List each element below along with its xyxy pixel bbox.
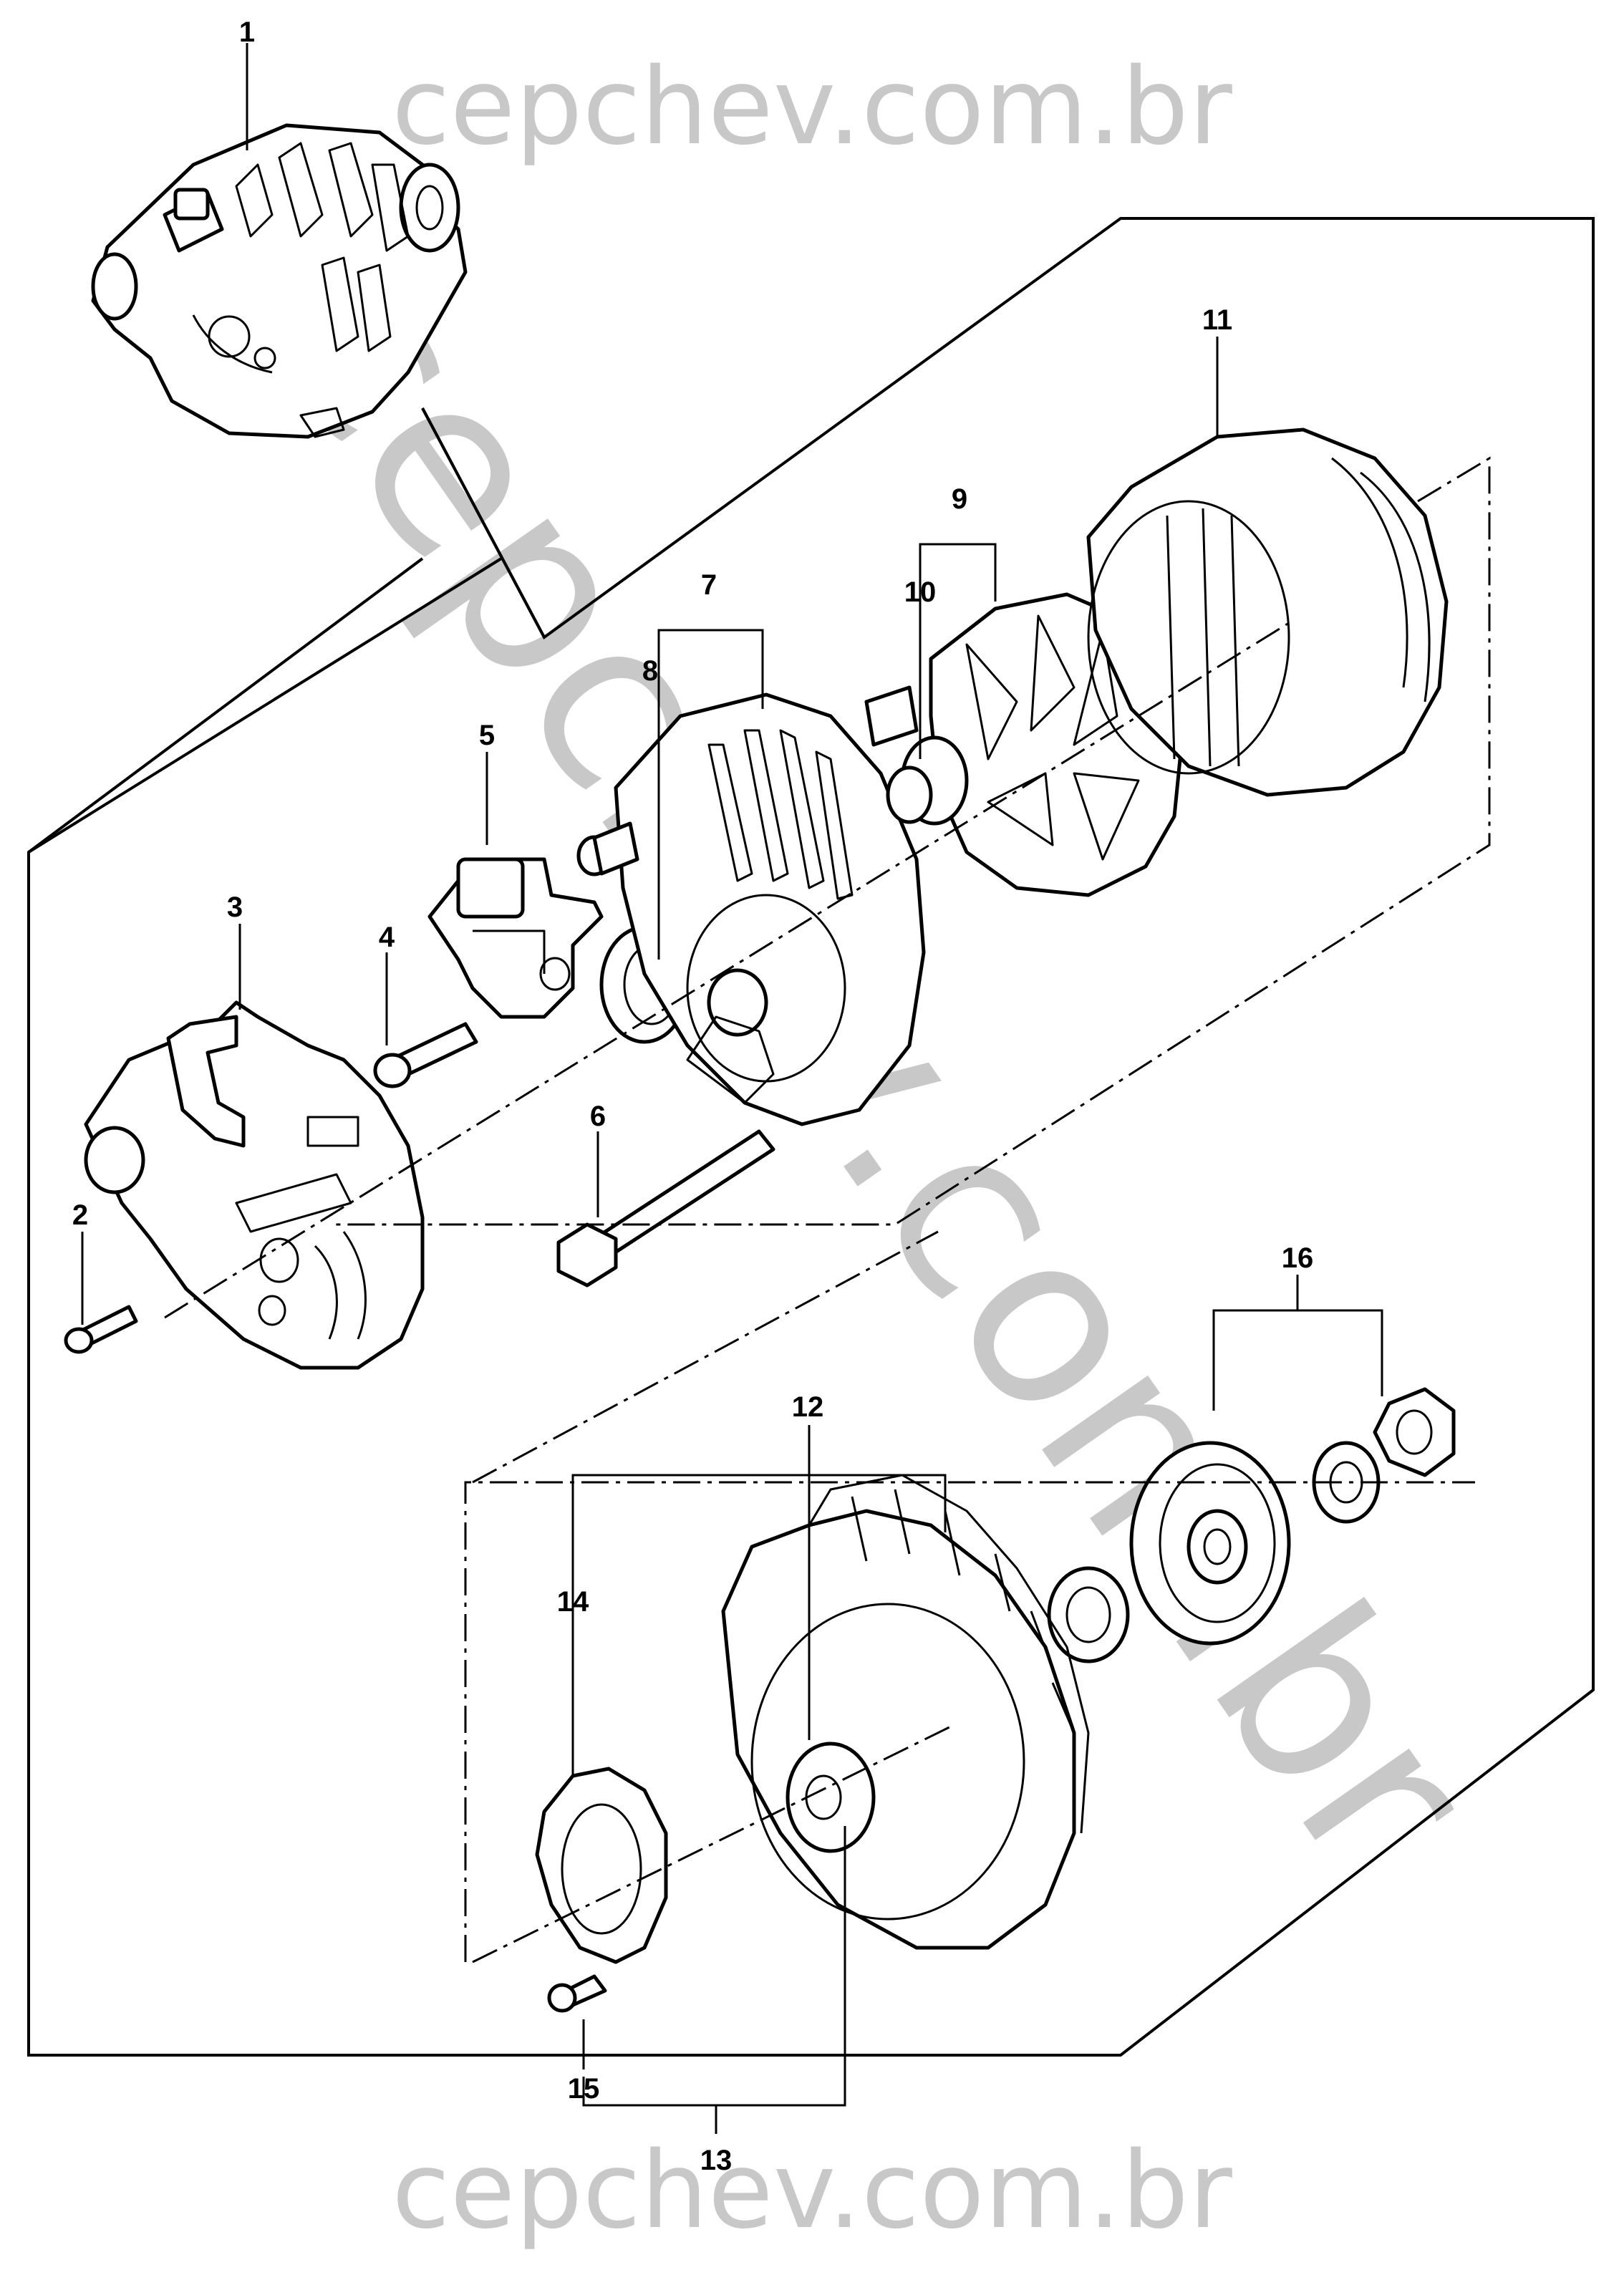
through-bolt-6 xyxy=(556,1129,775,1288)
drive-end-frame xyxy=(721,1474,1090,1950)
retaining-plate xyxy=(535,1767,668,1964)
callout-14: 14 xyxy=(557,1586,589,1618)
callout-5: 5 xyxy=(479,720,495,751)
voltage-regulator xyxy=(427,857,604,1019)
callout-13: 13 xyxy=(700,2145,733,2176)
callout-16: 16 xyxy=(1282,1242,1314,1274)
callout-4: 4 xyxy=(379,922,395,953)
callout-1: 1 xyxy=(239,16,255,48)
slip-ring-end-frame xyxy=(576,692,926,1126)
callout-8: 8 xyxy=(642,655,658,687)
callout-2: 2 xyxy=(72,1199,88,1231)
callout-3: 3 xyxy=(227,892,243,923)
pulley-assembly xyxy=(1129,1387,1456,1646)
bolt-4 xyxy=(373,1022,478,1088)
rear-cover xyxy=(84,1000,425,1370)
callout-6: 6 xyxy=(590,1101,606,1132)
spacer-sleeve xyxy=(1047,1566,1130,1663)
axis-upper-right xyxy=(329,456,1491,1226)
axis-lower-upper xyxy=(472,1230,939,1484)
watermark-top: cepchev.com.br xyxy=(392,45,1232,168)
callout-12: 12 xyxy=(792,1391,824,1423)
watermark-bottom: cepchev.com.br xyxy=(392,2129,1232,2252)
callout-10: 10 xyxy=(904,576,937,608)
screw-2 xyxy=(64,1305,138,1354)
assembly-frame xyxy=(27,217,1595,2057)
axis-lower xyxy=(472,1724,953,1963)
axis-upper xyxy=(164,622,1290,1319)
stator xyxy=(1086,428,1449,797)
screw-15 xyxy=(547,1974,607,2013)
callout-9: 9 xyxy=(952,483,967,515)
callout-11: 11 xyxy=(1202,304,1232,336)
axis-lower-frame xyxy=(464,1481,1475,1962)
alternator-assembled xyxy=(91,123,468,439)
callout-7: 7 xyxy=(701,569,717,601)
callout-15: 15 xyxy=(568,2073,600,2105)
